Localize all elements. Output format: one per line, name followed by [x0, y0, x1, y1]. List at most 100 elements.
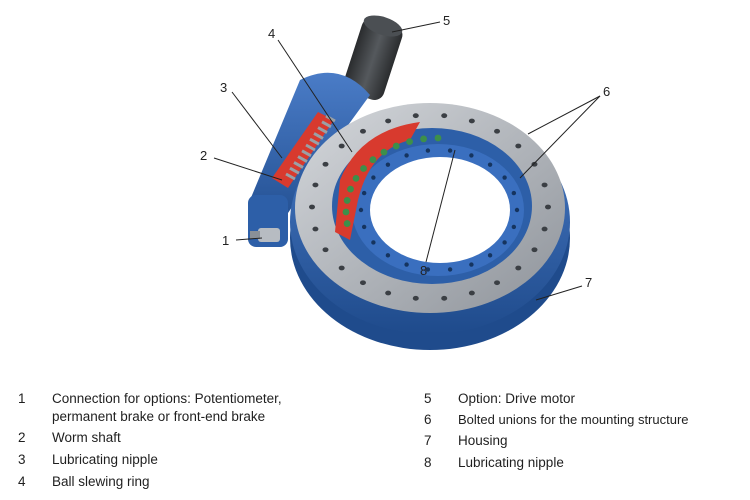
legend-number: 7: [424, 433, 432, 448]
callout-1: 1: [222, 233, 229, 248]
worm-thread: [293, 161, 304, 169]
inner-ring-hole: [511, 224, 517, 230]
bolt-hole: [468, 118, 475, 124]
legend-number: 5: [424, 391, 432, 406]
bearing-ball: [369, 156, 377, 164]
bearing-ball: [392, 142, 400, 150]
inner-ring-hole: [371, 175, 376, 180]
inner-ring-hole: [385, 162, 391, 167]
bearing-ball: [434, 134, 442, 142]
inner-ring-hole: [358, 207, 364, 213]
bearing-ball: [343, 220, 351, 227]
bolt-hole: [515, 265, 522, 271]
inner-ring-hole: [425, 148, 431, 153]
bearing-ball: [380, 148, 388, 156]
callout-3: 3: [220, 80, 227, 95]
inner-ring-hole: [425, 267, 431, 272]
bolt-hole: [338, 265, 345, 271]
worm-thread: [325, 114, 336, 123]
legend-text-line2: permanent brake or front-end brake: [52, 409, 266, 424]
callout-2: 2: [200, 148, 207, 163]
bearing-ball: [347, 185, 354, 193]
bearing-ball: [352, 175, 360, 182]
bolt-hole: [312, 182, 319, 188]
worm-thread: [305, 143, 316, 152]
bolt-hole: [359, 280, 366, 286]
inner-ring-hole: [502, 240, 507, 245]
legend-number: 6: [424, 412, 432, 427]
worm-thread: [285, 172, 296, 181]
inner-ring-hole: [487, 253, 493, 258]
callout-8: 8: [420, 263, 427, 278]
legend-text: Option: Drive motor: [458, 391, 576, 406]
bolt-hole: [412, 295, 419, 301]
inner-ring-hole: [447, 148, 453, 153]
ball-slewing-ring-cutaway: [335, 122, 442, 240]
worm-thread: [313, 132, 324, 140]
bearing-ball: [406, 138, 413, 146]
bearing-ball: [360, 165, 367, 172]
leader-lines: [213, 21, 601, 301]
inner-ring-hole: [404, 262, 409, 267]
bolt-hole: [494, 128, 501, 134]
legend-text: Lubricating nipple: [458, 455, 564, 470]
inner-ring-hole: [447, 267, 453, 272]
legend-number: 1: [18, 391, 26, 406]
drive-motor: [343, 15, 403, 100]
bolt-hole: [322, 161, 329, 167]
callout-4: 4: [268, 26, 275, 41]
worm-thread: [317, 126, 328, 134]
inner-ring-hole: [502, 175, 507, 180]
legend-number: 2: [18, 430, 26, 445]
inner-ring-hole: [371, 240, 376, 245]
worm-thread: [309, 137, 320, 146]
legend-text: Bolted unions for the mounting structure: [458, 412, 689, 427]
bolt-hole: [515, 143, 522, 149]
inner-ring-hole: [469, 153, 474, 158]
bolt-hole: [541, 226, 548, 232]
callout-7: 7: [585, 275, 592, 290]
callout-labels: 1 2 3 4 5 6 7 8: [200, 13, 610, 290]
inner-ring-hole: [511, 190, 517, 196]
bolt-hole: [312, 226, 319, 232]
worm-shaft: [272, 112, 336, 188]
legend-number: 3: [18, 452, 26, 467]
bolt-hole: [468, 290, 475, 296]
inner-ring-hole: [487, 162, 493, 167]
legend-number: 8: [424, 455, 432, 470]
worm-thread: [297, 155, 308, 163]
callout-5: 5: [443, 13, 450, 28]
inner-ring-hole: [361, 224, 367, 230]
bolt-hole: [322, 247, 329, 253]
inner-ring-hole: [385, 253, 391, 258]
bolt-hole: [441, 295, 448, 301]
legend-number: 4: [18, 474, 26, 489]
option-connection: [250, 228, 280, 242]
bearing-ball: [343, 197, 351, 204]
slewing-drive-figure: 1 2 3 4 5 6 7 8: [200, 13, 610, 350]
legend-text: Connection for options: Potentiometer,: [52, 391, 282, 406]
inner-ring: [352, 144, 524, 276]
bearing-ball: [420, 135, 428, 143]
bolt-hole: [494, 280, 501, 286]
bolt-hole: [385, 290, 392, 296]
legend-text: Housing: [458, 433, 508, 448]
bolt-hole: [412, 113, 419, 119]
callout-6: 6: [603, 84, 610, 99]
legend-text: Worm shaft: [52, 430, 121, 445]
bearing-ball: [342, 208, 350, 216]
worm-thread: [301, 149, 312, 158]
legend-text: Lubricating nipple: [52, 452, 158, 467]
bolt-hole: [545, 204, 551, 210]
outer-ring-bolt-holes: [309, 113, 551, 301]
bolt-hole: [531, 247, 538, 253]
bolt-hole: [441, 113, 448, 119]
bolt-hole: [338, 143, 345, 149]
worm-thread: [289, 166, 300, 175]
bolt-hole: [531, 161, 538, 167]
inner-ring-hole: [404, 153, 409, 158]
legend-text: Ball slewing ring: [52, 474, 150, 489]
inner-ring-hole: [469, 262, 474, 267]
worm-thread: [321, 120, 332, 129]
